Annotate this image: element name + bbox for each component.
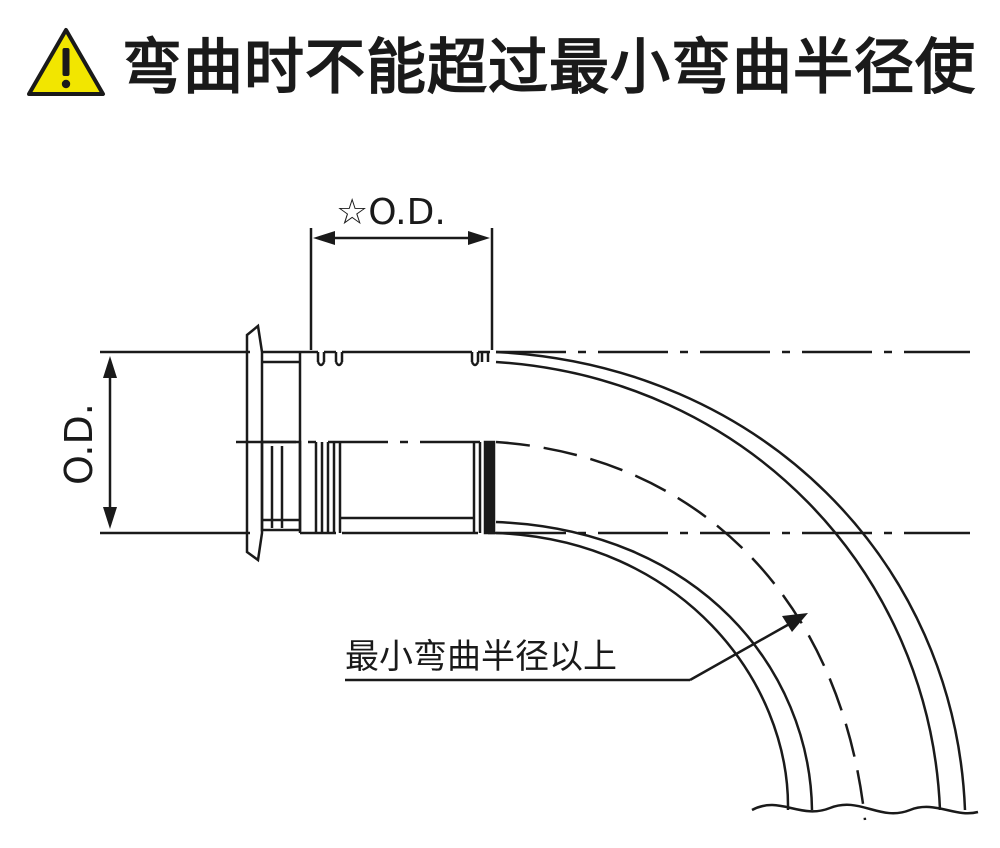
bend-radius-label: 最小弯曲半径以上	[345, 637, 617, 677]
radius-leader-arrow	[782, 613, 808, 632]
header: 弯曲时不能超过最小弯曲半径使	[26, 22, 976, 103]
warning-triangle-icon	[27, 28, 105, 96]
centerline-bend	[495, 440, 867, 821]
top-dim-arrow-left	[313, 231, 335, 245]
od-arrow-up	[103, 356, 117, 378]
page-title: 弯曲时不能超过最小弯曲半径使	[122, 32, 976, 103]
top-od-label: ☆O.D.	[336, 192, 446, 233]
side-od-label: O.D.	[57, 403, 101, 485]
top-dim-arrow-right	[468, 231, 490, 245]
bellows-section	[300, 350, 496, 535]
od-arrow-down	[103, 507, 117, 529]
radius-leader-line	[689, 616, 801, 682]
bent-hose	[495, 350, 979, 815]
